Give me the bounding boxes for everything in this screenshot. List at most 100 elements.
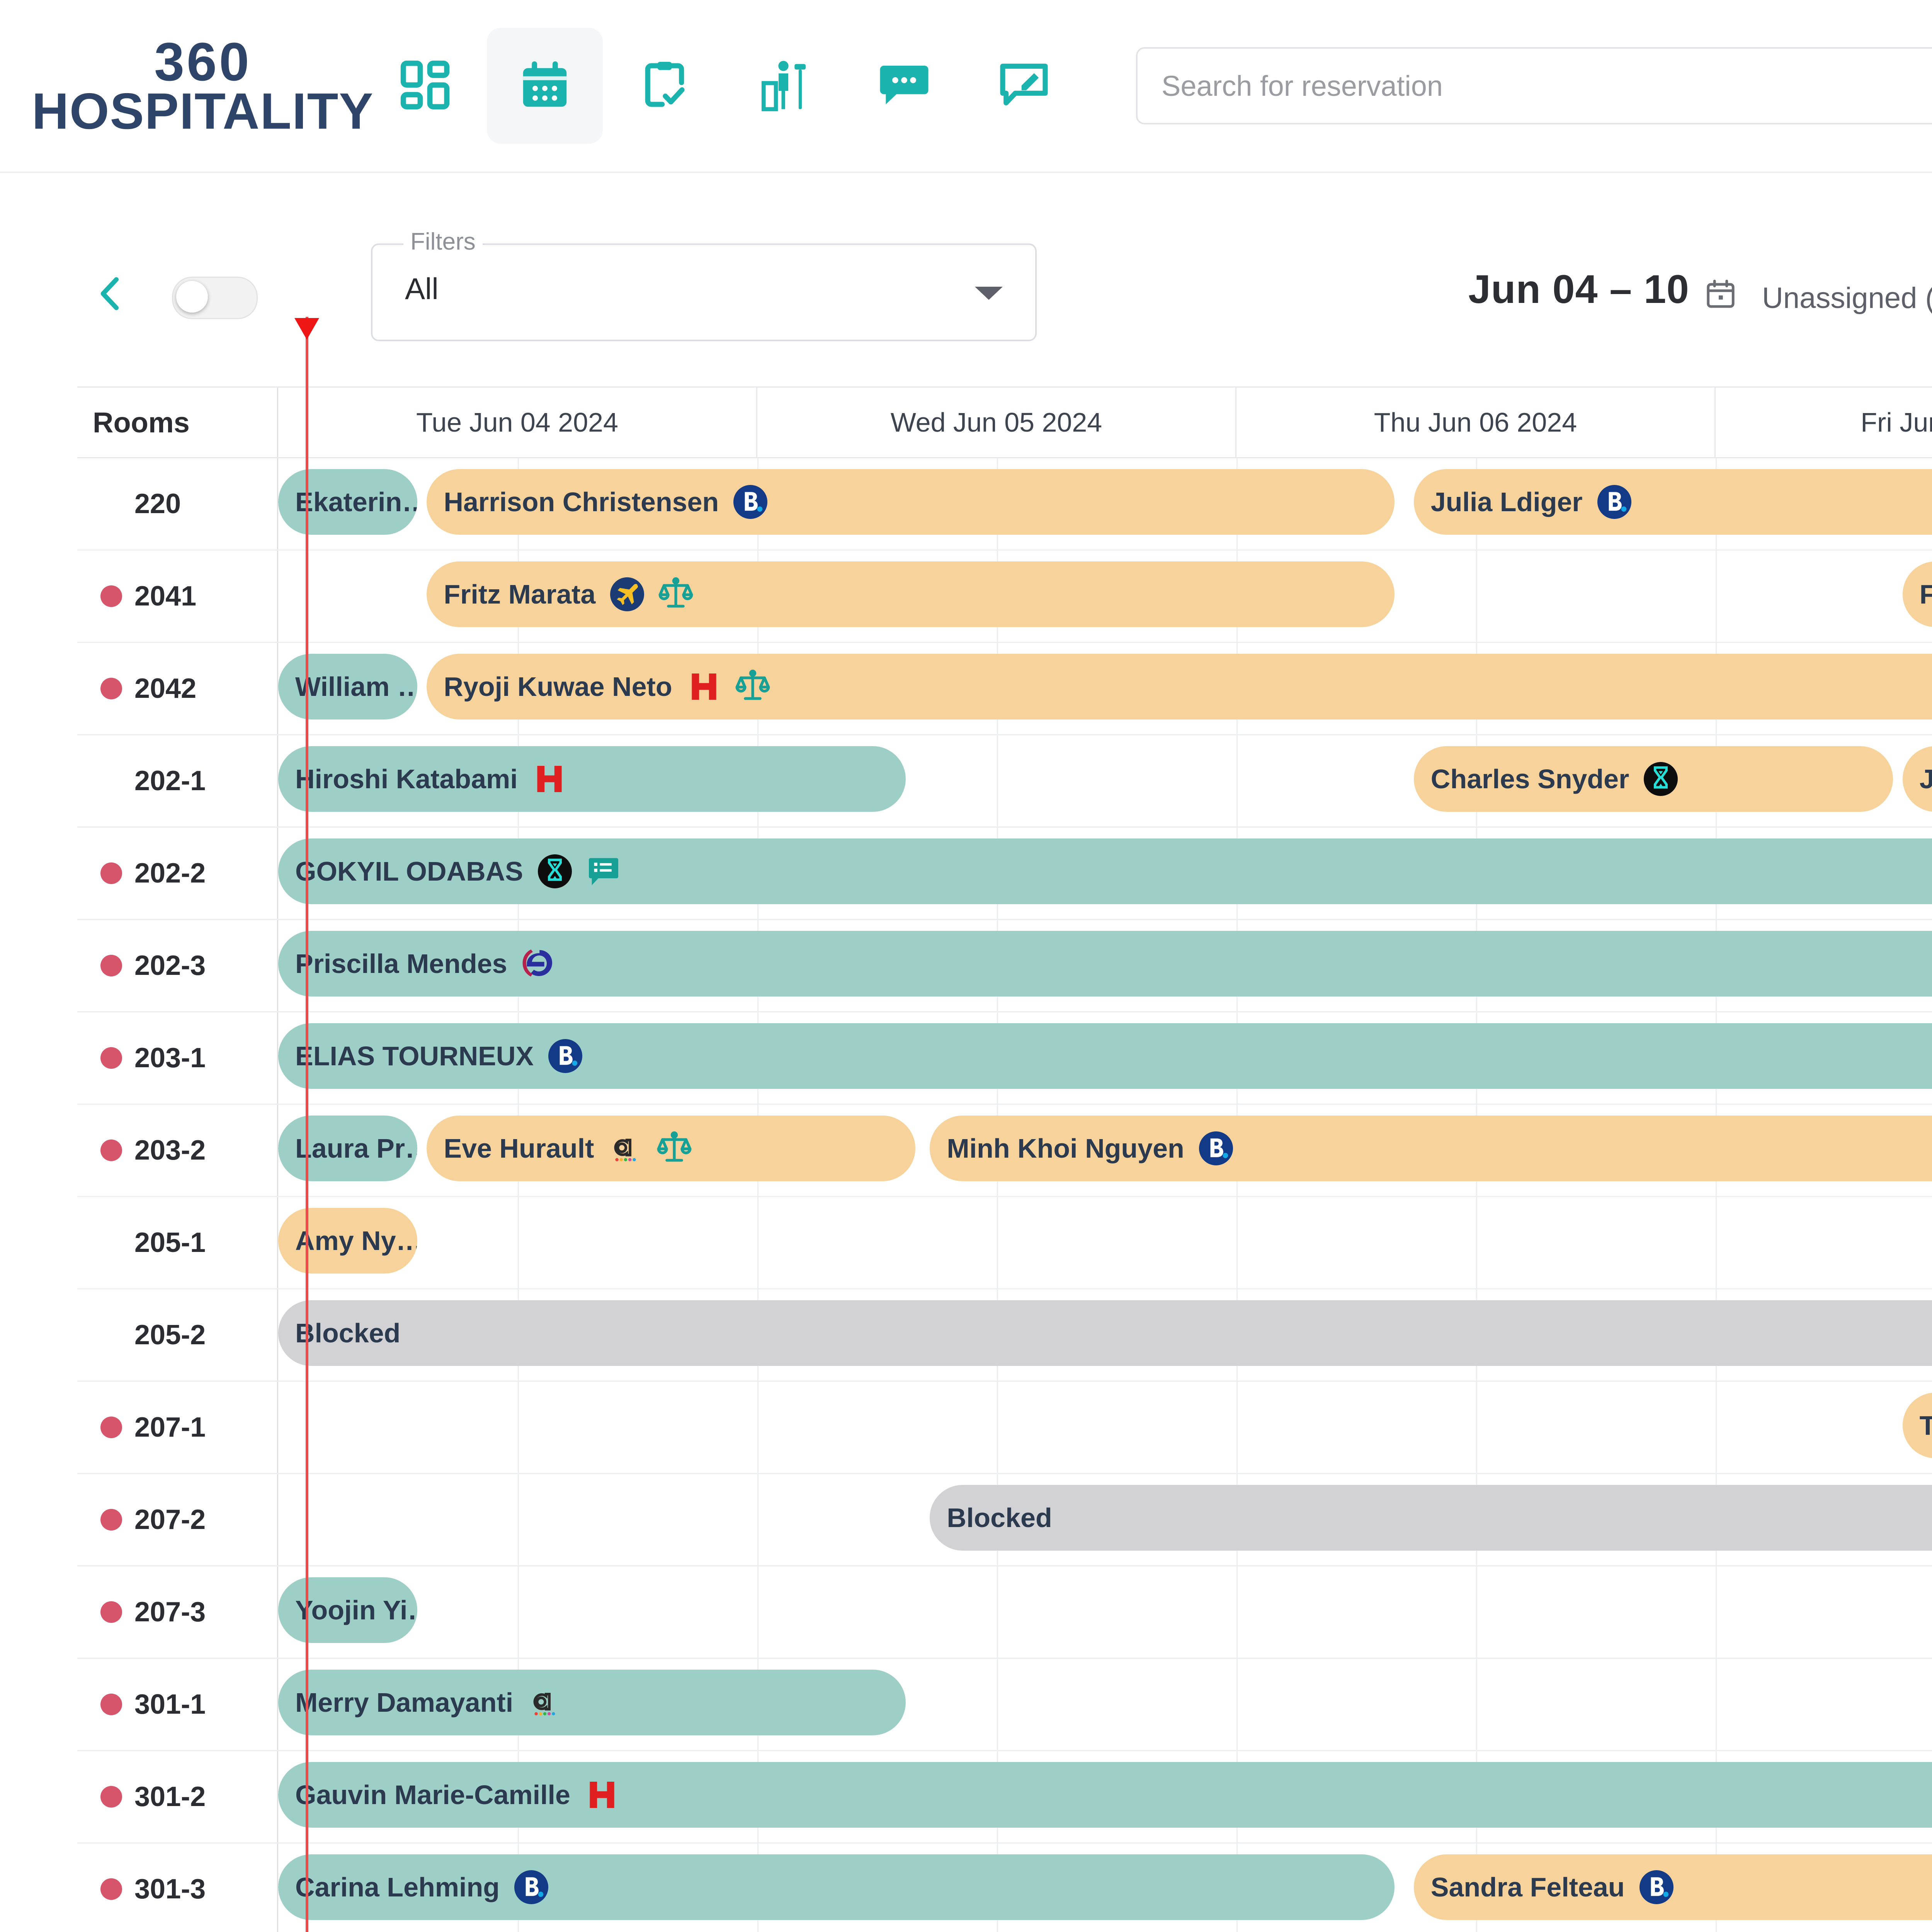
day-gridlines — [278, 1197, 1932, 1288]
reservation-bar[interactable]: Eve Hurault — [427, 1116, 916, 1181]
reservation-bar[interactable]: Ryoji Kuwae Neto — [427, 654, 1932, 719]
room-cell[interactable]: 205-1 — [77, 1197, 278, 1288]
booking-com-badge-icon — [1596, 483, 1633, 520]
row-track: Priscilla Mendes — [278, 920, 1932, 1011]
reservation-bar[interactable]: ELIAS TOURNEUX — [278, 1023, 1932, 1089]
reservation-bar[interactable]: Harrison Christensen — [427, 469, 1395, 535]
reservation-bar[interactable]: Funa Yamaguchi — [1902, 561, 1932, 627]
row-track: Yoojin Yi… Yasodha Selvaraj — [278, 1566, 1932, 1658]
room-cell[interactable]: 205-2 — [77, 1289, 278, 1381]
booking-com-badge-icon — [732, 483, 769, 520]
note-edit-icon — [995, 56, 1053, 116]
reservation-bar[interactable]: Carina Lehming — [278, 1854, 1395, 1920]
reservation-bar[interactable]: Laura Pr… — [278, 1116, 417, 1181]
reservation-bar[interactable]: Hiroshi Katabami — [278, 746, 906, 812]
booking-com-badge-icon — [547, 1037, 584, 1075]
reservation-bar[interactable]: Sandra Felteau — [1413, 1854, 1932, 1920]
clipboard-check-icon — [636, 56, 694, 116]
reservation-bar[interactable]: Ekaterin… — [278, 469, 417, 535]
reservation-bar[interactable]: Fritz Marata — [427, 561, 1395, 627]
guest-name: Gauvin Marie-Camille — [295, 1780, 570, 1810]
room-cell[interactable]: 202-1 — [77, 735, 278, 827]
room-cell[interactable]: 301-1 — [77, 1659, 278, 1750]
guest-name: GOKYIL ODABAS — [295, 856, 523, 886]
nav-messages-button[interactable] — [846, 28, 962, 144]
room-cell[interactable]: 2041 — [77, 551, 278, 642]
nav-notes-button[interactable] — [966, 28, 1082, 144]
view-toggle-switch[interactable] — [172, 277, 258, 319]
room-cell[interactable]: 301-3 — [77, 1844, 278, 1932]
day-column-header: Thu Jun 06 2024 — [1236, 388, 1716, 457]
blocked-bar[interactable]: Blocked — [930, 1485, 1932, 1551]
reservation-bar[interactable]: Merry Damayanti — [278, 1670, 906, 1735]
room-cell[interactable]: 207-1 — [77, 1382, 278, 1473]
room-number: 202-1 — [134, 765, 206, 796]
room-cell[interactable]: 203-1 — [77, 1012, 278, 1104]
reservation-bar[interactable]: Julia Ldiger — [1413, 469, 1932, 535]
nav-housekeeping-button[interactable] — [726, 28, 842, 144]
row-track: William …Ryoji Kuwae Neto — [278, 643, 1932, 734]
unassigned-link[interactable]: Unassigned (2) — [1762, 282, 1932, 315]
room-cell[interactable]: 220 — [77, 458, 278, 549]
rooms-column-header: Rooms — [77, 388, 278, 457]
dirty-room-dot-icon — [100, 1694, 122, 1715]
reservation-bar[interactable]: Charles Snyder — [1413, 746, 1893, 812]
guest-name: ELIAS TOURNEUX — [295, 1041, 534, 1071]
row-track: Hiroshi Katabami Charles Snyder Jared Pi… — [278, 735, 1932, 827]
guest-name: Merry Damayanti — [295, 1687, 514, 1718]
note-comment-icon — [585, 853, 622, 890]
day-column-header: Wed Jun 05 2024 — [757, 388, 1236, 457]
previous-period-button[interactable] — [89, 267, 131, 321]
dirty-room-dot-icon — [100, 1786, 122, 1808]
reservation-bar[interactable]: Priscilla Mendes — [278, 931, 1932, 997]
day-gridlines — [278, 1566, 1932, 1658]
hotels-com-badge-icon — [685, 668, 723, 705]
room-cell[interactable]: 203-2 — [77, 1105, 278, 1196]
reservation-bar[interactable]: GOKYIL ODABAS — [278, 838, 1932, 904]
filters-selected-value: All — [405, 272, 439, 306]
room-number: 220 — [134, 488, 181, 519]
blocked-bar[interactable]: Blocked — [278, 1300, 1932, 1366]
timeline-rows: 220 Ekaterin… Harrison Christensen Julia L… — [77, 458, 1932, 1932]
room-cell[interactable]: 2042 — [77, 643, 278, 734]
app-logo[interactable]: 360 HOSPITALITY — [32, 35, 373, 136]
table-row: 220 Ekaterin… Harrison Christensen Julia L… — [77, 458, 1932, 551]
room-cell[interactable]: 207-2 — [77, 1474, 278, 1565]
reservation-bar[interactable]: Gauvin Marie-Camille — [278, 1762, 1932, 1828]
room-number: 207-2 — [134, 1504, 206, 1535]
day-label: Wed Jun 05 2024 — [890, 407, 1102, 437]
dashboard-icon — [396, 56, 454, 116]
nav-calendar-button[interactable] — [487, 28, 603, 144]
room-cell[interactable]: 301-2 — [77, 1751, 278, 1842]
nav-dashboard-button[interactable] — [367, 28, 483, 144]
reservation-bar[interactable]: William … — [278, 654, 417, 719]
dirty-room-dot-icon — [100, 955, 122, 976]
room-number: 205-2 — [134, 1320, 206, 1350]
search-box[interactable] — [1136, 47, 1932, 124]
reservation-bar[interactable]: Yoojin Yi… — [278, 1577, 417, 1643]
search-input[interactable] — [1161, 69, 1932, 103]
guest-name: Harrison Christensen — [444, 487, 719, 517]
dirty-room-dot-icon — [100, 1047, 122, 1069]
agoda-a-badge-icon — [526, 1684, 563, 1721]
chat-icon — [875, 56, 933, 116]
room-cell[interactable]: 202-2 — [77, 828, 278, 919]
filters-select[interactable]: Filters All — [371, 228, 1037, 341]
nav-tasks-button[interactable] — [607, 28, 723, 144]
reservation-bar[interactable]: Minh Khoi Nguyen — [930, 1116, 1932, 1181]
reservation-bar[interactable]: Jared Picou — [1902, 746, 1932, 812]
room-cell[interactable]: 202-3 — [77, 920, 278, 1011]
date-picker-button[interactable] — [1704, 277, 1737, 311]
reservation-bar[interactable]: Amy Ny… — [278, 1208, 417, 1274]
table-row: 2041 Fritz Marata Funa Yamaguchi — [77, 551, 1932, 643]
reservation-bar[interactable]: Tara Atleo — [1902, 1393, 1932, 1458]
filters-label: Filters — [403, 228, 483, 255]
dirty-room-dot-icon — [100, 1878, 122, 1900]
guest-name: Ekaterin… — [295, 487, 417, 517]
room-cell[interactable]: 207-3 — [77, 1566, 278, 1658]
